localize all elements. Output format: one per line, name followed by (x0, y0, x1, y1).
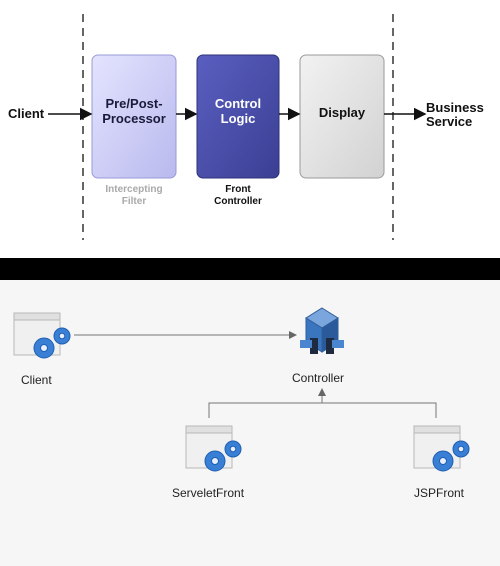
jsp-front-label: JSPFront (414, 486, 465, 500)
client-label-bottom: Client (21, 373, 52, 387)
servlet-gear-icon (204, 440, 242, 472)
intercepting-filter-caption: Intercepting Filter (105, 184, 163, 207)
display-label: Display (318, 105, 366, 120)
separator-band (0, 258, 500, 280)
front-controller-caption: Front Controller (214, 184, 262, 207)
control-logic-label: Control Logic (214, 96, 262, 126)
preprocessor-label: Pre/Post- Processor (102, 96, 166, 126)
controller-label: Controller (292, 371, 345, 385)
controller-cube-icon (300, 307, 344, 354)
business-service-label: Business Service (426, 100, 484, 129)
client-gear-icon (33, 327, 71, 359)
client-label-top: Client (8, 106, 45, 121)
servlet-front-label: ServeletFront (172, 486, 245, 500)
jsp-gear-icon (432, 440, 470, 472)
bottom-background (0, 280, 500, 566)
